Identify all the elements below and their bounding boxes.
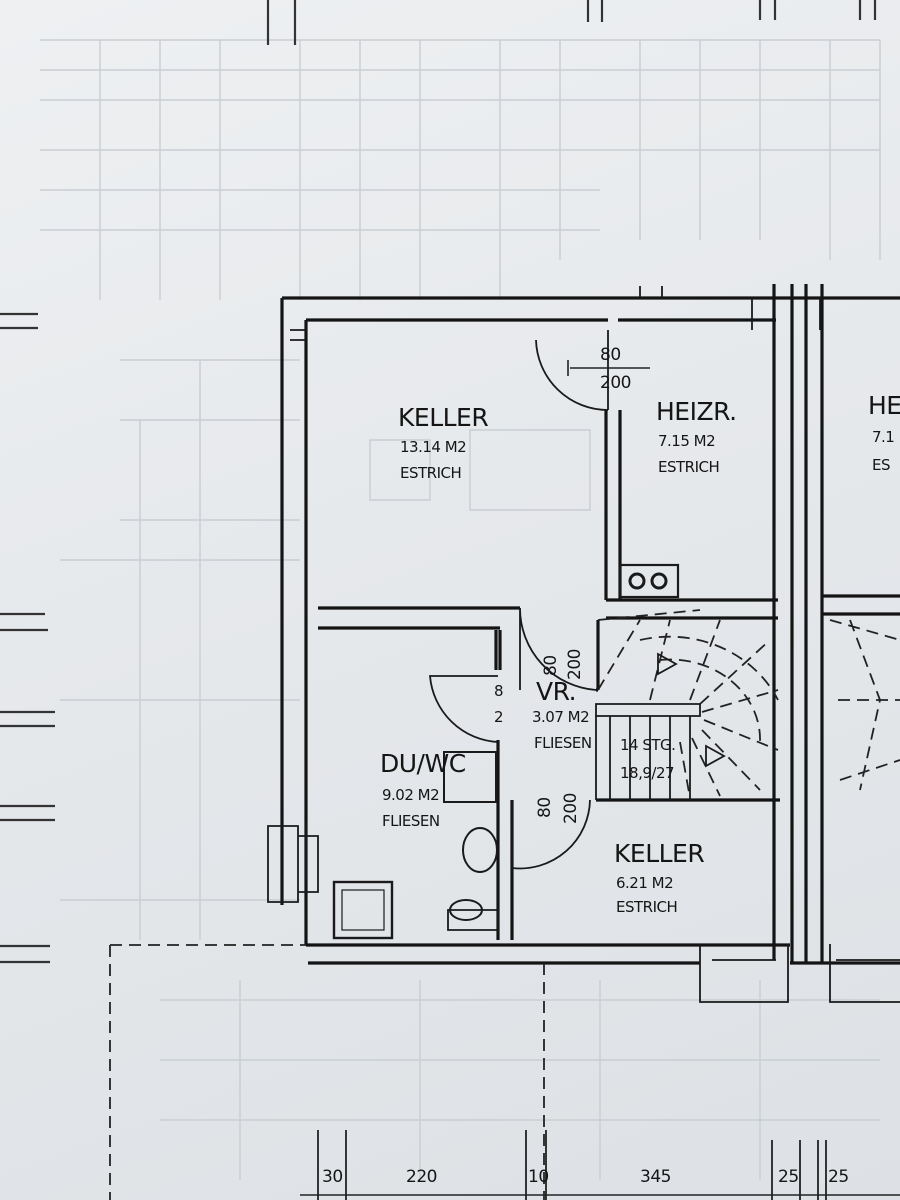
dimension-value: 345 — [640, 1167, 671, 1187]
dimension-labels: 30 220 10 345 25 25 — [322, 1167, 849, 1187]
room-neighbor: HE 7.1 ES — [868, 391, 900, 474]
room-vr: VR. 3.07 M2 FLIESEN — [532, 677, 592, 752]
room-area: 9.02 M2 — [382, 786, 439, 804]
fixtures — [267, 563, 900, 1003]
dimension-value: 25 — [778, 1167, 799, 1187]
margin-ticks — [0, 0, 877, 964]
room-area: 6.21 M2 — [616, 874, 673, 892]
door-label-keller: 80 200 — [541, 649, 585, 680]
door-label-duwc: 8 2 — [494, 682, 504, 726]
dimension-value: 10 — [528, 1167, 549, 1187]
door-height: 2 — [494, 708, 503, 726]
stair-count: 14 STG. — [620, 736, 675, 754]
walls — [280, 284, 900, 965]
door-height: 200 — [561, 793, 581, 824]
room-name: KELLER — [614, 839, 704, 868]
room-floor: ESTRICH — [658, 458, 719, 476]
toilet-icon — [449, 899, 483, 921]
shower-tray-icon — [332, 880, 394, 940]
room-area: 3.07 M2 — [532, 708, 589, 726]
door-width: 80 — [541, 655, 561, 676]
sink-icon — [462, 827, 498, 873]
stair-ratio: 18,9/27 — [620, 764, 674, 782]
door-height: 200 — [600, 373, 631, 393]
staircase — [595, 609, 900, 800]
stair-label: 14 STG. 18,9/27 — [620, 736, 676, 782]
room-duwc: DU/WC 9.02 M2 FLIESEN — [380, 749, 466, 830]
door-width: 8 — [494, 682, 503, 700]
outline-dashed — [109, 944, 545, 1200]
dimension-value: 30 — [322, 1167, 343, 1187]
room-area: 7.1 — [872, 428, 894, 446]
doors — [429, 330, 650, 870]
room-heizr: HEIZR. 7.15 M2 ESTRICH — [656, 397, 737, 476]
background-ghost-lines — [40, 39, 881, 1180]
dimension-value: 25 — [828, 1167, 849, 1187]
room-name: HEIZR. — [656, 397, 737, 426]
room-name: DU/WC — [380, 749, 466, 778]
room-name: HE — [868, 391, 900, 420]
boiler-icon — [618, 563, 680, 599]
dimension-value: 220 — [406, 1167, 437, 1187]
room-keller-small: KELLER 6.21 M2 ESTRICH — [614, 839, 705, 916]
room-floor: ES — [872, 456, 890, 474]
room-name: VR. — [536, 677, 576, 706]
room-floor: ESTRICH — [400, 464, 461, 482]
room-floor: ESTRICH — [616, 898, 677, 916]
door-width: 80 — [600, 345, 621, 365]
room-floor: FLIESEN — [534, 734, 592, 752]
room-area: 13.14 M2 — [400, 438, 466, 456]
room-keller-main: KELLER 13.14 M2 ESTRICH — [398, 403, 489, 482]
room-area: 7.15 M2 — [658, 432, 715, 450]
door-height: 200 — [565, 649, 585, 680]
window-left-icon — [267, 825, 319, 903]
window-light-wells — [699, 944, 900, 1003]
door-label-keller-small: 80 200 — [535, 793, 581, 824]
dimension-chain — [300, 1130, 900, 1200]
door-label-heizr: 80 200 — [600, 345, 631, 393]
room-floor: FLIESEN — [382, 812, 440, 830]
door-width: 80 — [535, 797, 555, 818]
room-name: KELLER — [398, 403, 488, 432]
